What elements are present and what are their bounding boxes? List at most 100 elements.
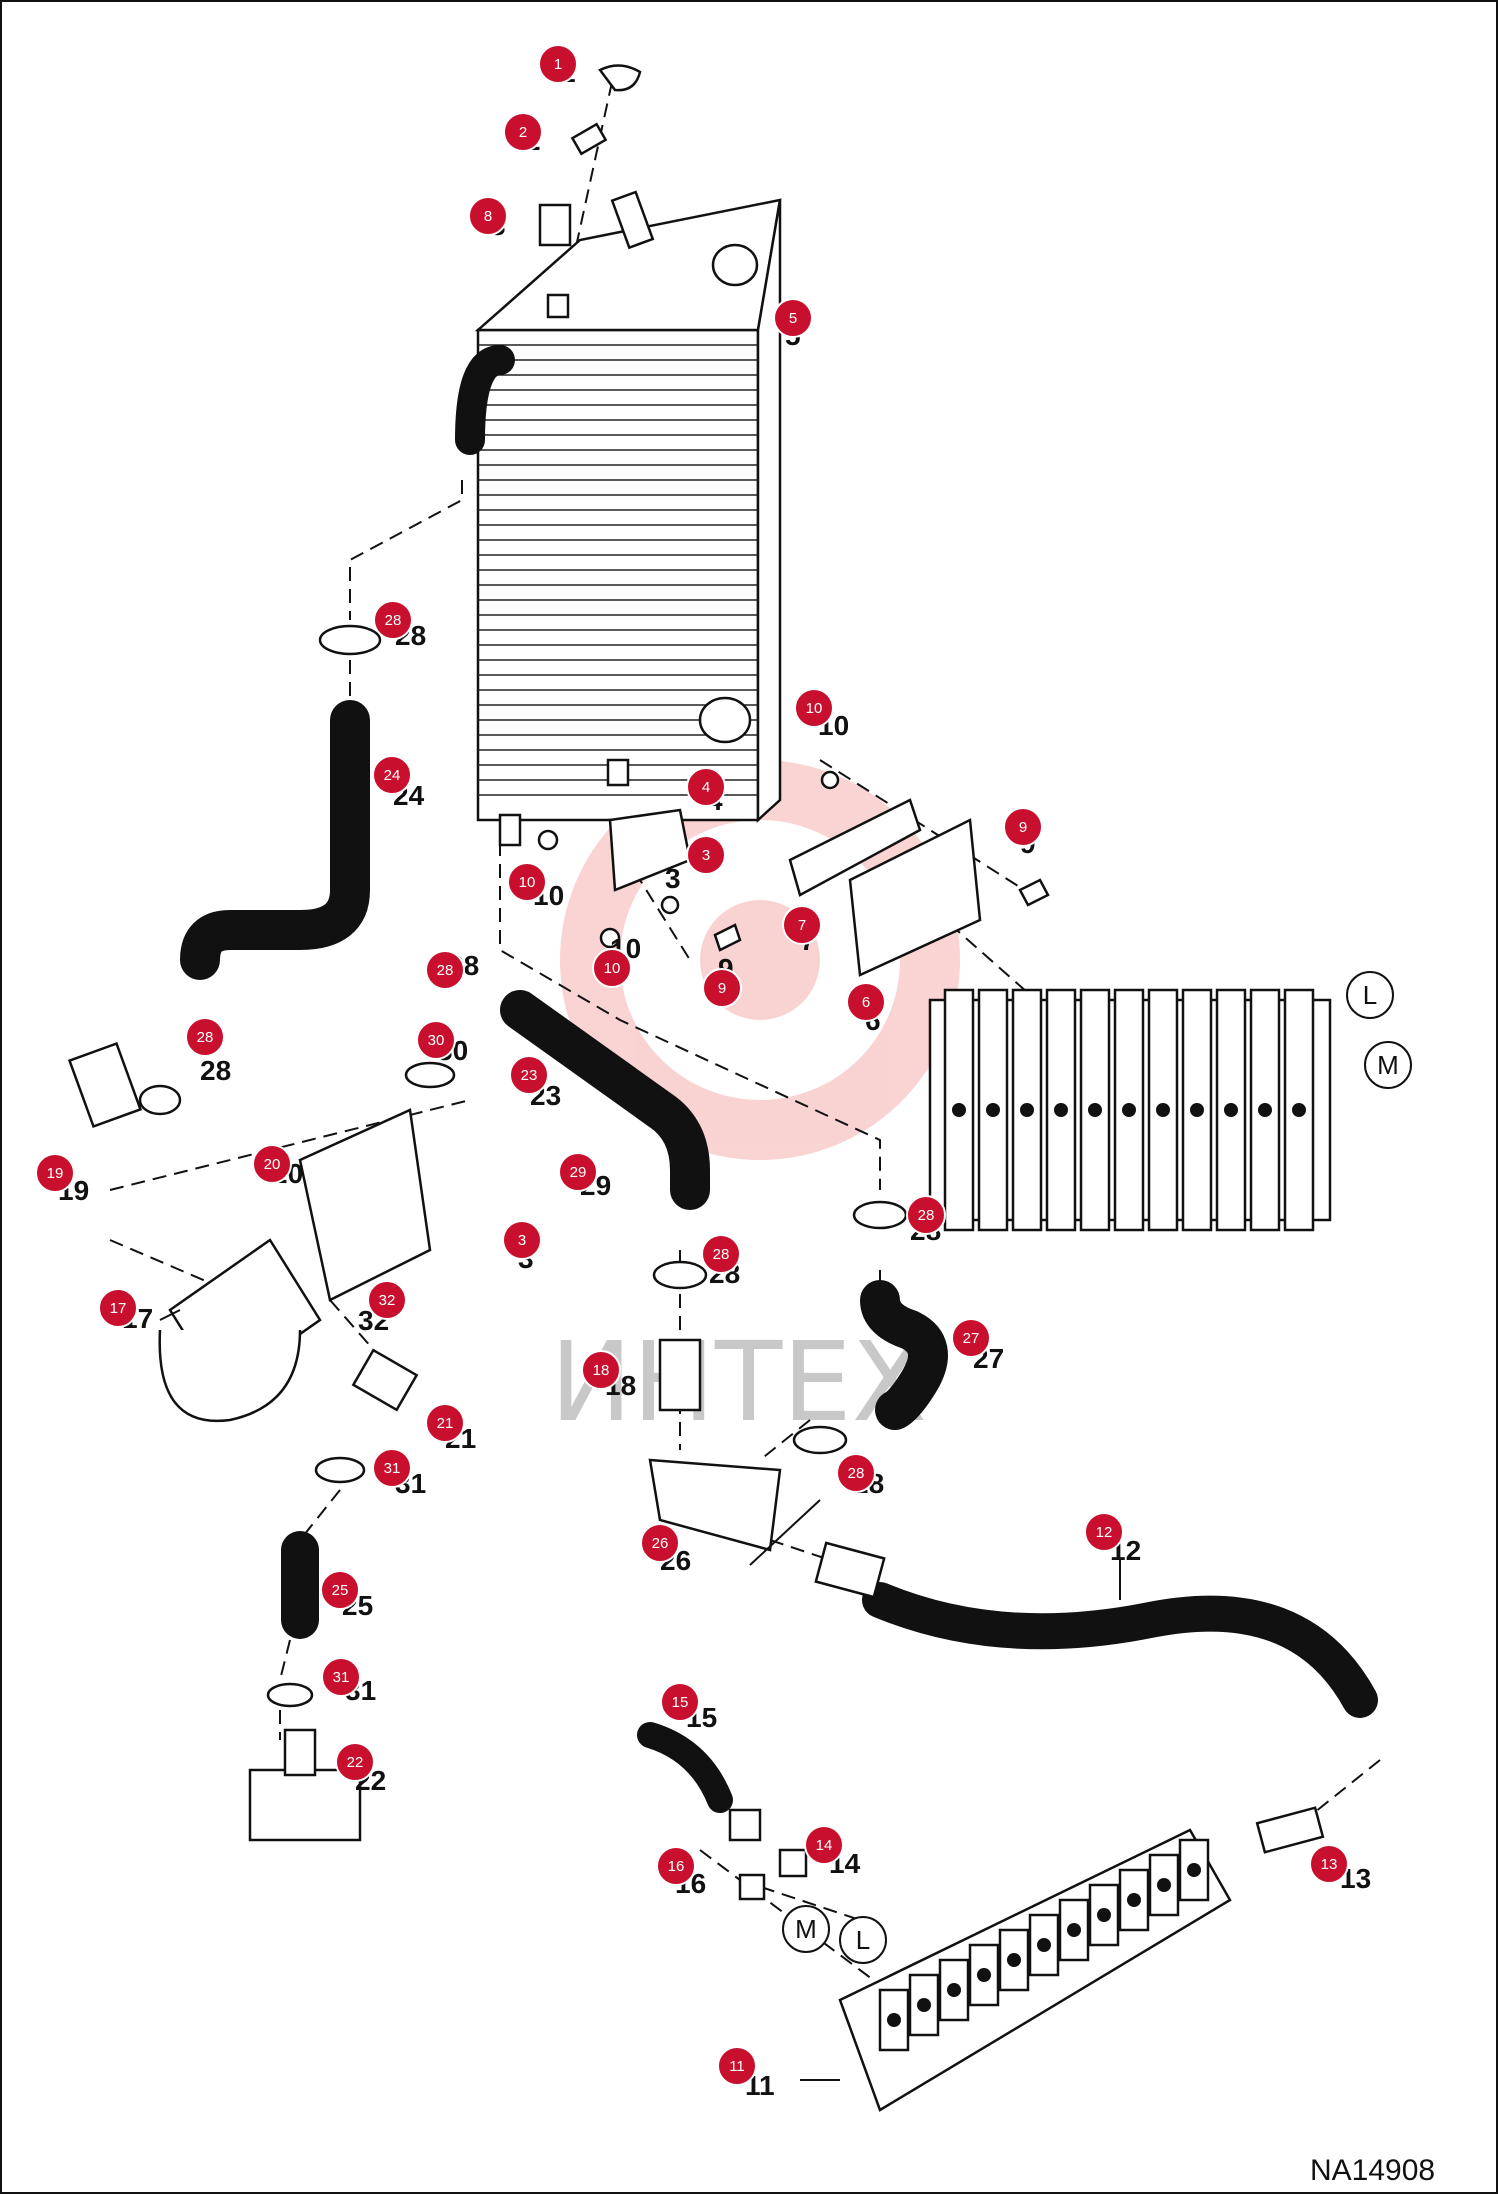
top-fittings [538,64,642,319]
callout-badge: 28 [185,1017,225,1057]
svg-text:15: 15 [672,1694,689,1711]
callout-badge: 3 [502,1220,542,1260]
svg-text:14: 14 [816,1837,833,1854]
connector-m-label-top: M [1377,1050,1399,1080]
callout-badge: 31 [321,1657,361,1697]
connector-l-marker-bottom [839,1916,887,1964]
svg-text:27: 27 [963,1330,980,1347]
leader-lines [159,1309,1121,2081]
svg-text:6: 6 [862,994,870,1011]
svg-text:30: 30 [428,1032,445,1049]
svg-text:10: 10 [604,960,621,977]
callout-label: 3 [665,863,681,894]
callout-badge: 28 [425,950,465,990]
svg-text:10: 10 [806,700,823,717]
svg-text:2: 2 [519,124,527,141]
callout-badge: 28 [373,600,413,640]
callout-badge: 3 [686,835,726,875]
callout-badge: 7 [782,905,822,945]
callout-label: 28 [200,1055,231,1086]
connector-m-marker-bottom [782,1905,830,1953]
diagram-code: NA14908 [1310,2154,1435,2187]
svg-text:28: 28 [713,1246,730,1263]
callout-badge: 9 [1003,807,1043,847]
callout-badge: 8 [468,196,508,236]
callout-badge: 6 [846,982,886,1022]
svg-text:3: 3 [702,847,710,864]
callout-badge: 19 [35,1153,75,1193]
svg-text:28: 28 [197,1029,214,1046]
svg-text:5: 5 [789,310,797,327]
svg-text:9: 9 [1019,819,1027,836]
svg-text:1: 1 [554,56,562,73]
callout-badge: 5 [773,298,813,338]
callout-badge: 23 [509,1055,549,1095]
control-valve-bottom [838,1828,1232,2112]
callout-badge: 18 [581,1350,621,1390]
callout-badge: 10 [794,688,834,728]
hoses [180,700,1378,1718]
brackets [537,770,1050,977]
svg-text:28: 28 [437,962,454,979]
connector-l-label-bottom: L [856,1925,870,1955]
svg-text:10: 10 [519,874,536,891]
oil-cooler-radiator [455,190,782,847]
callout-badge: 25 [320,1570,360,1610]
callout-badge: 14 [804,1825,844,1865]
callout-badge: 24 [372,755,412,795]
callout-badge: 17 [98,1288,138,1328]
bottom-fittings [637,1722,1325,1901]
callout-badge: 9 [702,968,742,1008]
callout-badge: 28 [836,1453,876,1493]
clamps [138,624,908,1708]
svg-text:28: 28 [848,1465,865,1482]
svg-text:7: 7 [798,917,806,934]
callout-badge: 31 [372,1448,412,1488]
svg-text:9: 9 [718,980,726,997]
svg-text:17: 17 [110,1300,127,1317]
callout-badge: 10 [592,948,632,988]
callout-badge: 21 [425,1403,465,1443]
callout-badge: 29 [558,1152,598,1192]
svg-text:26: 26 [652,1535,669,1552]
connector-markers: L M M L [782,971,1412,1964]
svg-text:31: 31 [384,1460,401,1477]
svg-text:18: 18 [593,1362,610,1379]
svg-text:28: 28 [918,1207,935,1224]
svg-text:31: 31 [333,1669,350,1686]
svg-text:8: 8 [484,208,492,225]
svg-text:20: 20 [264,1156,281,1173]
control-valve-top [928,988,1332,1232]
connector-l-label-top: L [1363,980,1377,1010]
callout-badge: 4 [686,767,726,807]
callout-badge: 27 [951,1318,991,1358]
callout-badge: 32 [367,1280,407,1320]
svg-text:13: 13 [1321,1856,1338,1873]
svg-text:4: 4 [702,779,710,796]
callout-badge: 30 [416,1020,456,1060]
svg-text:28: 28 [385,612,402,629]
svg-text:32: 32 [379,1292,396,1309]
svg-text:12: 12 [1096,1524,1113,1541]
connector-m-marker-top [1364,1041,1412,1089]
svg-text:3: 3 [518,1232,526,1249]
tee-fitting [648,1338,886,1599]
svg-text:29: 29 [570,1164,587,1181]
svg-text:23: 23 [521,1067,538,1084]
callout-badge: 15 [660,1682,700,1722]
callout-badge: 13 [1309,1844,1349,1884]
callout-badge: 2 [503,112,543,152]
callout-badge: 1 [538,44,578,84]
callout-badge: 26 [640,1523,680,1563]
connector-m-label-bottom: M [795,1914,817,1944]
callout-badge: 16 [656,1846,696,1886]
svg-text:25: 25 [332,1582,349,1599]
callout-badge: 11 [717,2046,757,2086]
callout-badge: 12 [1084,1512,1124,1552]
svg-text:11: 11 [729,2058,745,2075]
svg-text:21: 21 [437,1415,454,1432]
callout-badge: 28 [906,1195,946,1235]
